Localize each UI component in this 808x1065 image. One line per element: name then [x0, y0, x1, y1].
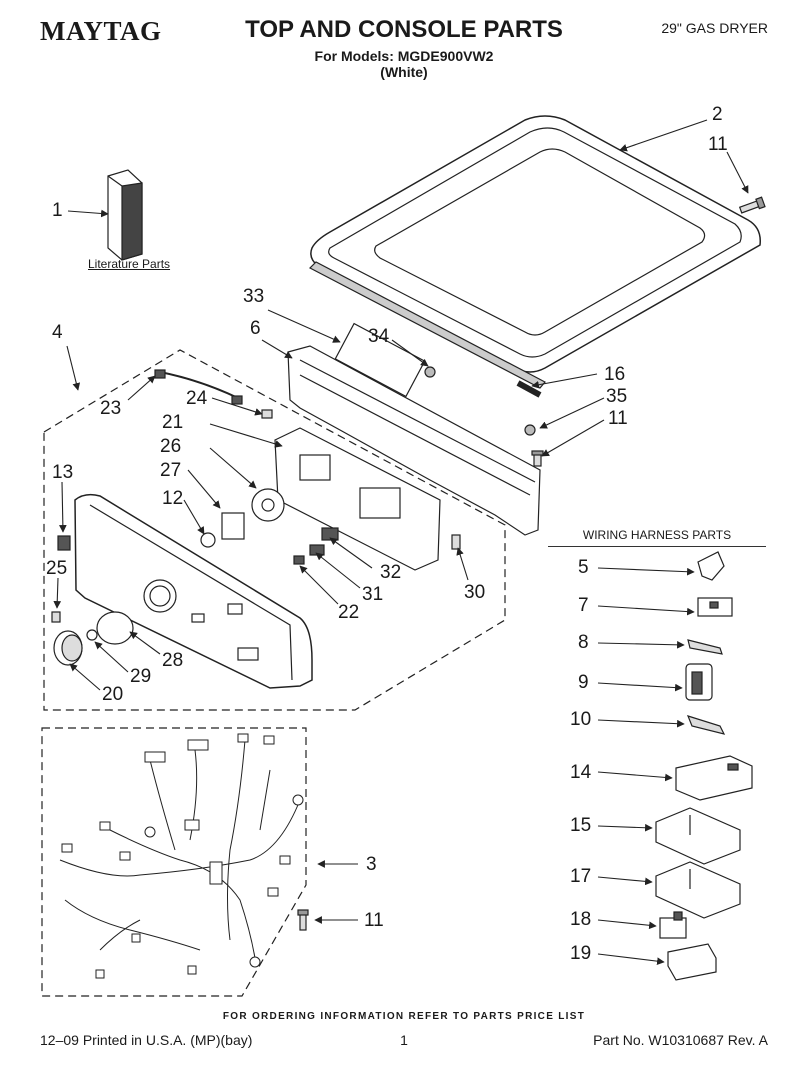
callout-13: 13	[52, 462, 74, 483]
page-number: 1	[400, 1032, 408, 1048]
callout-12: 12	[162, 488, 184, 509]
harness-part-8-drawing	[687, 639, 723, 655]
callout-32: 32	[380, 562, 402, 583]
callout-33: 33	[243, 286, 265, 307]
harness-part-7-drawing	[697, 597, 733, 617]
harness-part-15-drawing	[655, 807, 741, 865]
callout-9: 9	[578, 672, 589, 693]
brand-logo: MAYTAG	[40, 16, 162, 46]
harness-part-14-drawing	[675, 755, 753, 801]
part-number: Part No. W10310687 Rev. A	[593, 1032, 768, 1048]
callout-21: 21	[162, 412, 184, 433]
console-bracket-drawing	[287, 322, 542, 536]
control-board-drawing	[154, 369, 461, 571]
callout-15: 15	[570, 815, 592, 836]
harness-part-10-drawing	[686, 715, 726, 735]
page-title: TOP AND CONSOLE PARTS	[245, 16, 563, 43]
ordering-info: FOR ORDERING INFORMATION REFER TO PARTS …	[222, 1011, 586, 1022]
print-info: 12–09 Printed in U.S.A. (MP)(bay)	[40, 1032, 253, 1048]
callout-10: 10	[570, 709, 592, 730]
literature-parts-label: Literature Parts	[88, 257, 171, 271]
harness-part-18-drawing	[659, 911, 687, 939]
harness-part-17-drawing	[655, 861, 741, 919]
harness-part-19-drawing	[667, 943, 717, 981]
callout-6: 6	[250, 318, 261, 339]
callout-24: 24	[186, 388, 208, 409]
callout-5: 5	[578, 557, 589, 578]
callout-16: 16	[604, 364, 626, 385]
knob-drawing	[51, 611, 134, 666]
literature-book-drawing	[107, 169, 143, 261]
callout-4: 4	[52, 322, 63, 343]
model-subtitle: For Models: MGDE900VW2	[314, 48, 494, 64]
callout-7: 7	[578, 595, 589, 616]
callout-2: 2	[712, 104, 723, 125]
screw-drawing-top-right	[738, 196, 766, 214]
callout-20: 20	[102, 684, 124, 705]
callout-3: 3	[366, 854, 377, 875]
screw-drawing-console	[531, 450, 544, 467]
harness-part-9-drawing	[685, 663, 713, 701]
callout-31: 31	[362, 584, 384, 605]
callout-17: 17	[570, 866, 592, 887]
callout-28: 28	[162, 650, 184, 671]
callout-19: 19	[570, 943, 592, 964]
callout-26: 26	[160, 436, 182, 457]
callout-11-console: 11	[608, 408, 628, 429]
wiring-harness-drawing	[59, 733, 304, 979]
callout-22: 22	[338, 602, 360, 623]
callout-11-harness: 11	[364, 910, 384, 931]
model-type-label: 29" GAS DRYER	[661, 20, 768, 36]
color-subtitle: (White)	[380, 64, 428, 80]
screw-drawing-harness	[297, 909, 309, 931]
callout-34: 34	[368, 326, 390, 347]
callout-11-top: 11	[708, 134, 728, 155]
callout-35: 35	[606, 386, 628, 407]
dryer-top-drawing	[308, 115, 761, 389]
callout-18: 18	[570, 909, 592, 930]
console-panel-drawing	[57, 493, 313, 689]
callout-14: 14	[570, 762, 592, 783]
callout-25: 25	[46, 558, 68, 579]
callout-8: 8	[578, 632, 589, 653]
leader-lines	[53, 119, 749, 965]
callout-29: 29	[130, 666, 152, 687]
console-assembly-outline	[43, 349, 506, 711]
harness-part-5-drawing	[697, 551, 725, 581]
callout-30: 30	[464, 582, 486, 603]
callout-27: 27	[160, 460, 182, 481]
callout-1: 1	[52, 200, 63, 221]
harness-outline	[41, 727, 307, 997]
wiring-harness-heading: WIRING HARNESS PARTS	[548, 528, 766, 547]
callout-23: 23	[100, 398, 122, 419]
